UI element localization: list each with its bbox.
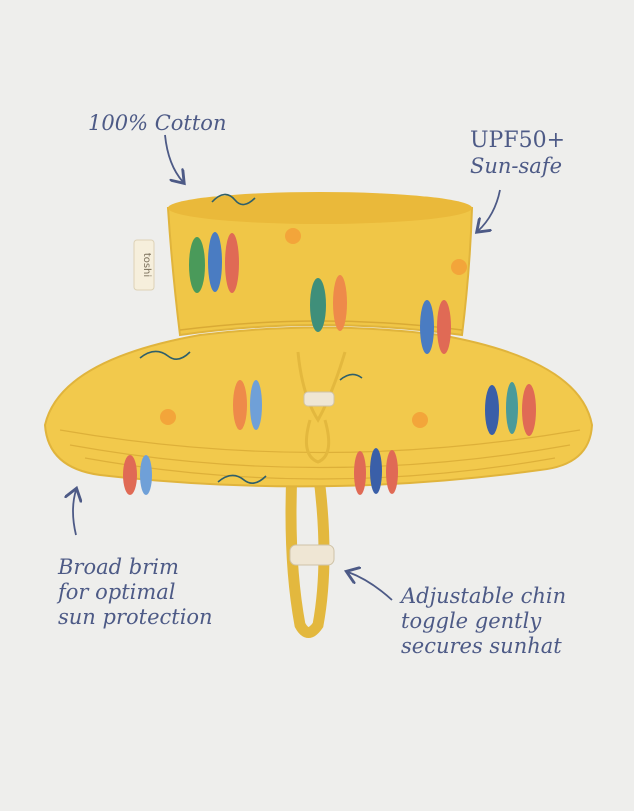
callout-brim-line: Broad brim [58, 555, 179, 579]
wave-icon [139, 193, 363, 484]
callout-brim-line: for optimal [58, 579, 176, 604]
callout-cotton-text: 100% Cotton [88, 111, 227, 135]
surfboard-icon [420, 300, 451, 354]
surfboard-icon [354, 448, 398, 495]
brand-tag [133, 239, 155, 291]
chin-strap [285, 464, 335, 638]
surfboard-icon [310, 275, 347, 332]
sun-icon [160, 228, 467, 428]
surfboard-icon [485, 382, 536, 436]
drawstring [296, 351, 347, 464]
arrow-icon [348, 572, 393, 601]
callout-upf-sub: Sun-safe [470, 153, 563, 178]
toggle-icon[interactable] [289, 544, 335, 566]
callout-brim-line: sun protection [58, 604, 213, 629]
surfboard-icon [123, 455, 152, 495]
arrow-icon [164, 134, 183, 182]
brand-label: toshi [141, 253, 152, 277]
callout-brim: Broad brim for optimal sun protection [58, 555, 213, 629]
surfboard-icon [189, 232, 239, 293]
surfboard-icon [233, 380, 262, 430]
callout-upf-title: UPF50+ [470, 128, 566, 153]
arrow-icon [478, 189, 501, 231]
callout-upf: UPF50+ Sun-safe [470, 128, 565, 179]
callout-chin-line: Adjustable chin [401, 584, 567, 608]
callout-chin-line: secures sunhat [401, 633, 562, 658]
callout-chin-line: toggle gently [401, 608, 542, 633]
callout-cotton: 100% Cotton [88, 111, 226, 136]
callout-chin-toggle: Adjustable chin toggle gently secures su… [401, 584, 566, 658]
arrow-icon [73, 490, 76, 536]
